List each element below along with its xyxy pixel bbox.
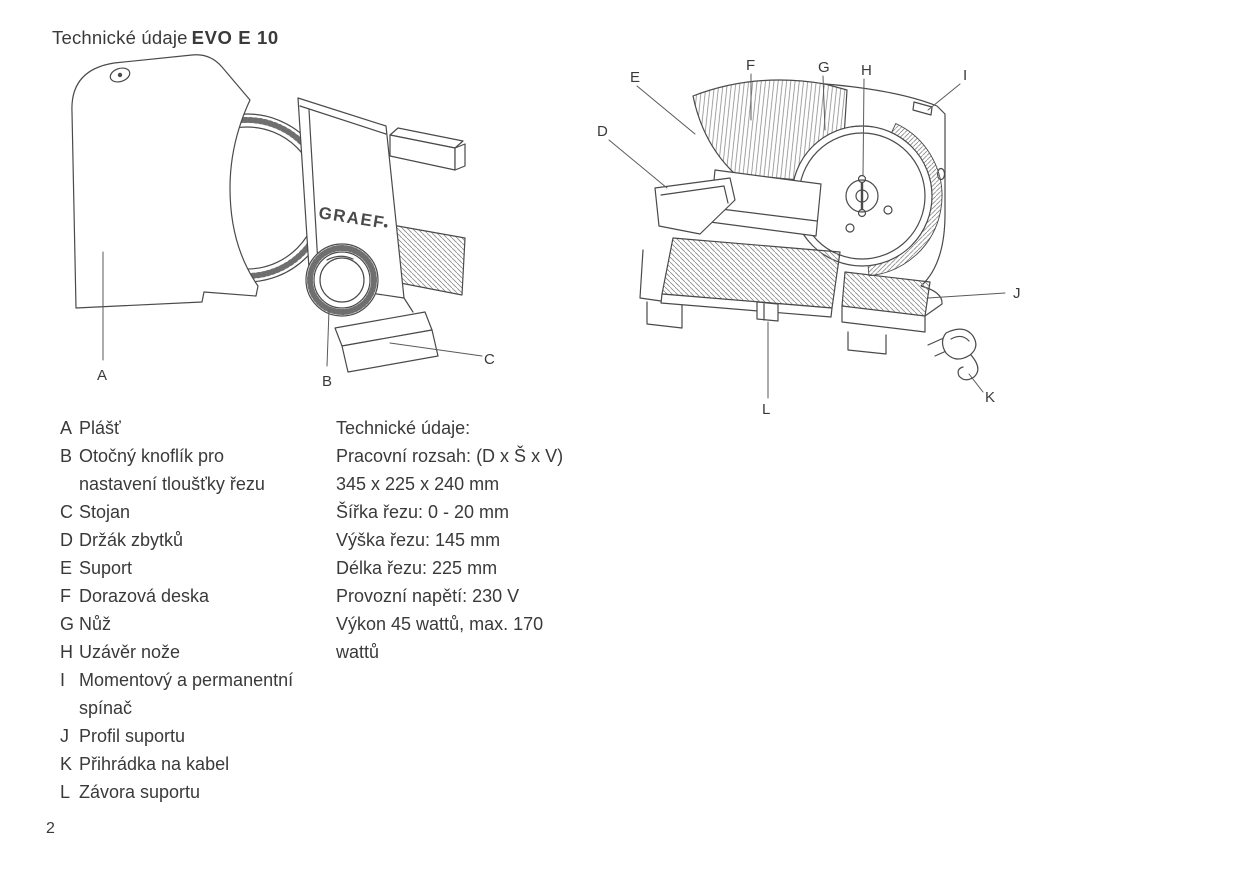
part-label-H: H [861, 62, 872, 79]
legend-key: E [60, 558, 73, 578]
spec-line: Provozní napětí: 230 V [336, 586, 520, 606]
legend-key: F [60, 586, 71, 606]
carriage-rail [389, 127, 466, 171]
housing-outline [824, 83, 946, 317]
legend-label: Profil suportu [79, 726, 186, 746]
spec-line: Výkon 45 wattů, max. 170 wattů [336, 614, 544, 662]
power-plug [927, 328, 979, 381]
part-label-G: G [818, 59, 830, 76]
part-label-B: B [322, 373, 332, 390]
legend-label: Dorazová deska [79, 586, 210, 606]
base-stand [334, 297, 439, 373]
legend-label: Závora suportu [79, 782, 201, 802]
spec-line: Pracovní rozsah: (D x Š x V) [336, 446, 564, 466]
legend-item-D: D Držák zbytků [60, 526, 293, 554]
carriage-profile-ribs [841, 271, 931, 317]
legend-label: Suport [79, 558, 133, 578]
power-switch [912, 101, 933, 116]
legend-label: Stojan [79, 502, 131, 522]
housing-body [71, 54, 259, 309]
legend-item-J: J Profil suportu [60, 722, 293, 750]
base [639, 249, 926, 355]
carriage-tray [660, 237, 841, 318]
slice-deflector [709, 169, 822, 237]
legend-item-H: H Uzávěr nože [60, 638, 293, 666]
part-label-F: F [746, 57, 755, 74]
legend-item-F: F Dorazová deska [60, 582, 293, 610]
legend-item-E: E Suport [60, 554, 293, 582]
spec-line: Šířka řezu: 0 - 20 mm [336, 502, 510, 522]
legend-item-L: L Závora suportu [60, 778, 293, 806]
part-label-D: D [597, 123, 608, 140]
legend-label: Nůž [79, 614, 112, 634]
part-label-A: A [97, 367, 107, 384]
spec-line: Výška řezu: 145 mm [336, 530, 501, 550]
leader-lines [608, 73, 1006, 399]
residue-holder [654, 177, 736, 235]
slicer-front-diagram: GRAEF A B [71, 54, 495, 390]
legend-label: Uzávěr nože [79, 642, 181, 662]
technical-specs: Technické údaje: Pracovní rozsah: (D x Š… [336, 414, 576, 666]
page-number: 2 [46, 820, 55, 837]
slicer-right-diagram: D E F G H I J K L [597, 57, 1021, 418]
legend-key: B [60, 446, 73, 466]
legend-key: G [60, 614, 75, 634]
legend-key: C [60, 502, 73, 522]
page-title-text: Technické údaje [52, 27, 188, 48]
leader-lines [102, 251, 483, 367]
part-label-J: J [1013, 285, 1021, 302]
legend-key: J [60, 726, 69, 746]
brand-period-dot [383, 223, 388, 228]
thickness-knob [305, 243, 379, 317]
legend-item-A: A Plášť [60, 414, 293, 442]
legend-label: Přihrádka na kabel [79, 754, 230, 774]
legend-label: Držák zbytků [79, 530, 184, 550]
legend-key: H [60, 642, 73, 662]
specs-heading: Technické údaje: [336, 418, 471, 438]
part-label-C: C [484, 351, 495, 368]
part-label-K: K [985, 389, 995, 406]
legend-item-G: G Nůž [60, 610, 293, 638]
spec-line: 345 x 225 x 240 mm [336, 474, 500, 494]
legend-key: I [60, 670, 66, 690]
model-name: EVO E 10 [191, 27, 279, 48]
housing-screw [109, 67, 131, 83]
part-label-E: E [630, 69, 640, 86]
legend-key: K [60, 754, 73, 774]
legend-key: L [60, 782, 71, 802]
legend-item-C: C Stojan [60, 498, 293, 526]
legend-item-K: K Přihrádka na kabel [60, 750, 293, 778]
spec-line: Délka řezu: 225 mm [336, 558, 498, 578]
legend-label: Plášť [79, 418, 121, 438]
legend-key: A [60, 418, 73, 438]
part-label-L: L [762, 401, 770, 418]
legend-key: D [60, 530, 73, 550]
part-label-I: I [963, 67, 967, 84]
